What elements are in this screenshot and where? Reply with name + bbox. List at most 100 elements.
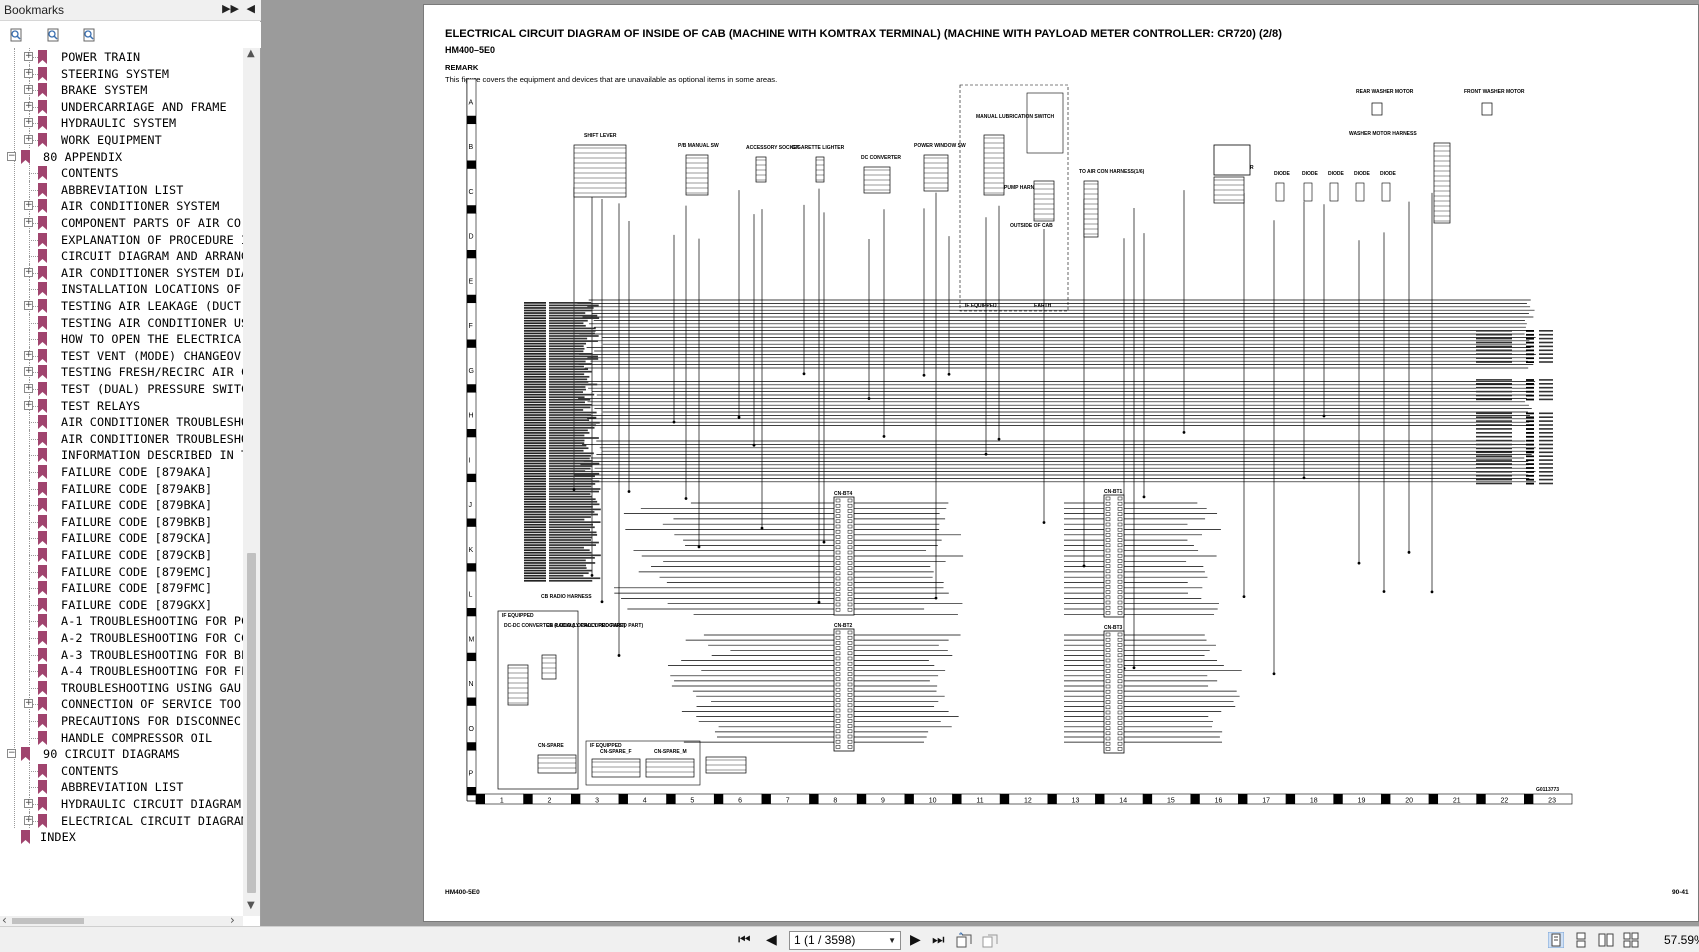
- continuous-facing-view-icon[interactable]: [1623, 932, 1639, 948]
- bookmark-item[interactable]: PRECAUTIONS FOR DISCONNEC: [0, 712, 243, 730]
- bookmark-item[interactable]: FAILURE CODE [879EMC]: [0, 562, 243, 581]
- bookmark-item[interactable]: +HYDRAULIC SYSTEM: [0, 114, 243, 132]
- expand-icon[interactable]: +: [24, 51, 33, 61]
- bookmark-item[interactable]: +TEST (DUAL) PRESSURE SWITC: [0, 380, 243, 398]
- bookmark-item[interactable]: CONTENTS: [0, 761, 243, 780]
- bookmark-item[interactable]: +POWER TRAIN: [0, 48, 243, 66]
- expand-icon[interactable]: +: [24, 266, 33, 277]
- previous-page-button[interactable]: ◀: [766, 932, 777, 948]
- bookmark-item[interactable]: FAILURE CODE [879AKB]: [0, 479, 243, 498]
- document-view[interactable]: ELECTRICAL CIRCUIT DIAGRAM OF INSIDE OF …: [267, 0, 1699, 926]
- expand-icon[interactable]: +: [24, 200, 33, 211]
- scroll-thumb[interactable]: [12, 918, 84, 924]
- previous-view-icon[interactable]: [956, 932, 972, 948]
- connector-pin: [847, 535, 853, 539]
- expand-icon[interactable]: +: [24, 366, 33, 377]
- scroll-up-icon[interactable]: ▲: [247, 48, 255, 59]
- expand-icon[interactable]: +: [24, 300, 33, 310]
- bookmark-item[interactable]: +TESTING FRESH/RECIRC AIR CH: [0, 363, 243, 381]
- find-bookmark-icon[interactable]: [81, 27, 97, 43]
- single-page-view-icon[interactable]: [1548, 932, 1564, 948]
- scroll-right-icon[interactable]: ›: [230, 913, 235, 927]
- first-page-button[interactable]: ⏮: [738, 932, 751, 948]
- bookmark-item[interactable]: +TEST VENT (MODE) CHANGEOV: [0, 346, 243, 365]
- bookmark-item[interactable]: CONTENTS: [0, 164, 243, 182]
- panel-splitter[interactable]: [261, 0, 267, 926]
- bookmark-item[interactable]: FAILURE CODE [879GKX]: [0, 595, 243, 614]
- bookmark-item[interactable]: A-2 TROUBLESHOOTING FOR CC: [0, 629, 243, 647]
- page-number-field[interactable]: 1 (1 / 3598) ▼: [789, 931, 901, 950]
- wire-label: [524, 330, 546, 332]
- bookmark-item[interactable]: A-3 TROUBLESHOOTING FOR BL: [0, 645, 243, 664]
- chevron-down-icon[interactable]: ▼: [888, 936, 896, 945]
- bookmark-item[interactable]: +HYDRAULIC CIRCUIT DIAGRAM: [0, 795, 243, 813]
- bookmark-item[interactable]: FAILURE CODE [879AKA]: [0, 463, 243, 481]
- wire-label: [524, 488, 546, 490]
- bookmark-item[interactable]: FAILURE CODE [879FMC]: [0, 579, 243, 597]
- expand-icon[interactable]: +: [24, 134, 33, 144]
- expand-icon[interactable]: +: [24, 698, 33, 709]
- bookmark-item[interactable]: EXPLANATION OF PROCEDURE I: [0, 230, 243, 249]
- bookmark-item[interactable]: ABBREVIATION LIST: [0, 778, 243, 796]
- hide-panel-icon[interactable]: ◀: [246, 2, 255, 15]
- bookmark-item[interactable]: FAILURE CODE [879CKA]: [0, 529, 243, 547]
- panel-options-icon[interactable]: ▶▶: [222, 2, 239, 15]
- bookmarks-horizontal-scrollbar[interactable]: ‹ ›: [0, 913, 243, 927]
- bookmark-item[interactable]: HOW TO OPEN THE ELECTRICA: [0, 330, 243, 348]
- bookmark-item[interactable]: +TEST RELAYS: [0, 396, 243, 415]
- bookmark-item[interactable]: +CONNECTION OF SERVICE TOO: [0, 695, 243, 713]
- bookmark-item[interactable]: +COMPONENT PARTS OF AIR CO: [0, 214, 243, 232]
- continuous-view-icon[interactable]: [1573, 932, 1589, 948]
- bookmark-item[interactable]: INSTALLATION LOCATIONS OF: [0, 280, 243, 298]
- bookmark-item[interactable]: AIR CONDITIONER TROUBLESHO: [0, 429, 243, 448]
- collapse-bookmarks-icon[interactable]: [45, 27, 61, 43]
- scroll-thumb[interactable]: [247, 553, 256, 893]
- expand-icon[interactable]: +: [24, 67, 33, 78]
- bookmark-item[interactable]: +ELECTRICAL CIRCUIT DIAGRAM: [0, 811, 243, 830]
- bookmark-item[interactable]: INDEX: [0, 828, 243, 846]
- expand-icon[interactable]: +: [24, 399, 33, 410]
- bookmark-item[interactable]: INFORMATION DESCRIBED IN TI: [0, 446, 243, 464]
- next-view-icon[interactable]: [982, 932, 998, 948]
- bookmark-item[interactable]: A-4 TROUBLESHOOTING FOR FF: [0, 662, 243, 680]
- junction-dot: [1357, 561, 1361, 565]
- bookmark-item[interactable]: −80 APPENDIX: [0, 148, 243, 166]
- bookmark-item[interactable]: FAILURE CODE [879BKA]: [0, 496, 243, 514]
- scroll-down-icon[interactable]: ▼: [247, 900, 255, 911]
- scroll-left-icon[interactable]: ‹: [2, 913, 7, 927]
- bookmarks-vertical-scrollbar[interactable]: ▲ ▼: [243, 48, 260, 916]
- bookmark-item[interactable]: FAILURE CODE [879BKB]: [0, 512, 243, 531]
- expand-icon[interactable]: +: [24, 217, 33, 227]
- expand-icon[interactable]: +: [24, 100, 33, 111]
- bookmark-item[interactable]: ABBREVIATION LIST: [0, 180, 243, 199]
- bookmark-item[interactable]: +UNDERCARRIAGE AND FRAME: [0, 97, 243, 116]
- last-page-button[interactable]: ⏭: [932, 932, 945, 948]
- expand-bookmarks-icon[interactable]: [8, 27, 24, 43]
- expand-icon[interactable]: +: [24, 117, 33, 128]
- bookmark-item[interactable]: −90 CIRCUIT DIAGRAMS: [0, 745, 243, 763]
- bookmark-item[interactable]: A-1 TROUBLESHOOTING FOR PC: [0, 612, 243, 630]
- collapse-icon[interactable]: −: [7, 150, 16, 161]
- bookmark-item[interactable]: HANDLE COMPRESSOR OIL: [0, 728, 243, 747]
- collapse-icon[interactable]: −: [7, 748, 16, 759]
- zoom-level[interactable]: 57.59%: [1664, 933, 1699, 947]
- bookmark-item[interactable]: +AIR CONDITIONER SYSTEM DIA: [0, 263, 243, 282]
- bookmark-item[interactable]: TESTING AIR CONDITIONER US: [0, 313, 243, 332]
- next-page-button[interactable]: ▶: [910, 932, 921, 948]
- bookmark-item[interactable]: +AIR CONDITIONER SYSTEM: [0, 197, 243, 215]
- bookmark-item[interactable]: TROUBLESHOOTING USING GAU: [0, 678, 243, 697]
- bookmark-item[interactable]: +STEERING SYSTEM: [0, 64, 243, 83]
- bookmark-item[interactable]: +WORK EQUIPMENT: [0, 131, 243, 149]
- bookmark-item[interactable]: FAILURE CODE [879CKB]: [0, 546, 243, 564]
- expand-icon[interactable]: +: [24, 349, 33, 360]
- facing-view-icon[interactable]: [1598, 932, 1614, 948]
- bookmark-label: TESTING AIR LEAKAGE (DUCT): [61, 299, 243, 313]
- bookmark-item[interactable]: CIRCUIT DIAGRAM AND ARRANG: [0, 247, 243, 265]
- bookmark-item[interactable]: AIR CONDITIONER TROUBLESHO: [0, 413, 243, 431]
- expand-icon[interactable]: +: [24, 84, 33, 95]
- bookmark-item[interactable]: + TESTING AIR LEAKAGE (DUCT): [0, 297, 243, 315]
- expand-icon[interactable]: +: [24, 383, 33, 393]
- expand-icon[interactable]: +: [24, 814, 33, 825]
- bookmark-item[interactable]: +BRAKE SYSTEM: [0, 81, 243, 99]
- expand-icon[interactable]: +: [24, 798, 33, 808]
